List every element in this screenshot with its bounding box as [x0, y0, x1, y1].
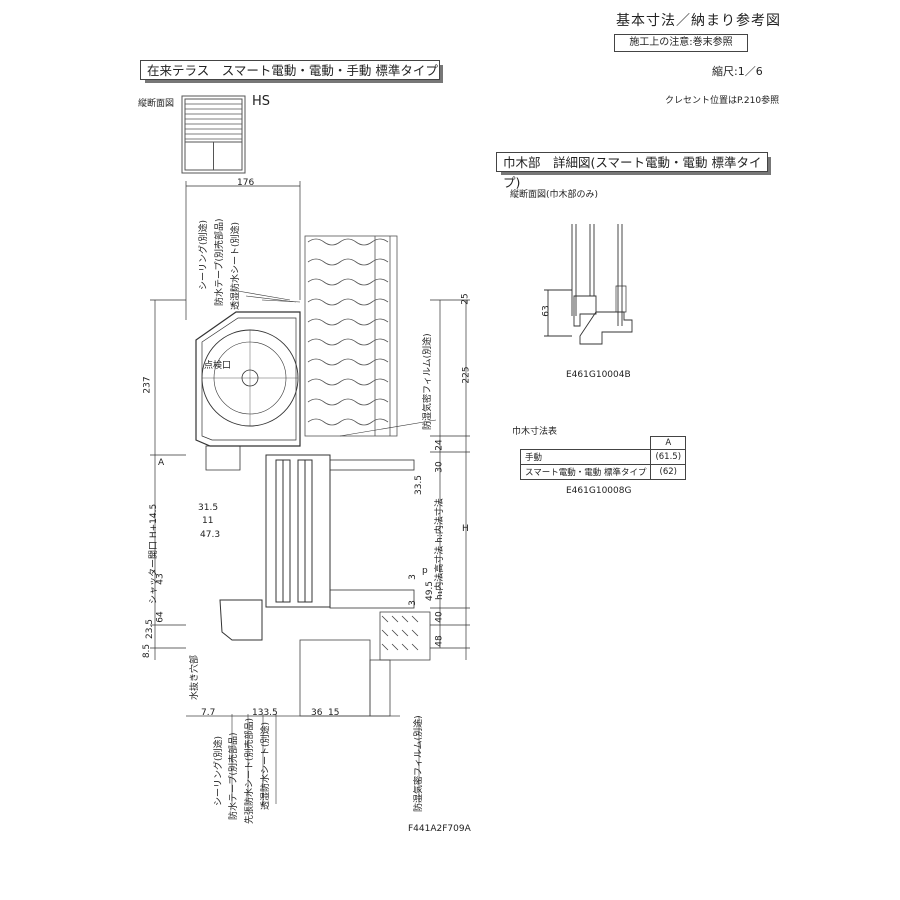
dim-7-7: 7.7	[201, 708, 216, 718]
dim-23-5: 23.5	[145, 618, 156, 640]
table-row: スマート電動・電動 標準タイプ (62)	[519, 464, 687, 480]
window-frame	[205, 445, 415, 641]
dim-3-a: 3	[407, 574, 418, 580]
table-row-value: (61.5)	[650, 449, 687, 465]
dimension-table: A 手動 (61.5) スマート電動・電動 標準タイプ (62)	[519, 436, 687, 480]
scale-label: 縮尺:1／6	[712, 65, 763, 78]
wall-insulation	[304, 235, 398, 437]
dim-15: 15	[328, 708, 340, 718]
dim-64: 64	[155, 611, 166, 623]
dim-40: 40	[434, 611, 445, 623]
shutter-opening-label: シャッター開口 H+14.5	[149, 503, 159, 604]
dim-237: 237	[142, 376, 153, 394]
moisture-sheet-bottom-label: 透湿防水シート(別途)	[261, 721, 271, 810]
table-row-label: 手動	[519, 449, 652, 465]
dim-a: A	[158, 458, 165, 468]
shutter-box	[195, 311, 301, 447]
waterproof-tape-top-label: 防水テープ(別売部品)	[215, 218, 225, 306]
detail-view-label: 縦断面図(巾木部のみ)	[510, 190, 599, 200]
dim-3-b: 3	[407, 600, 418, 606]
dim-133-5: 133.5	[252, 708, 278, 718]
dim-48: 48	[434, 635, 445, 647]
waterproof-tape-bottom-label: 防水テープ(別売部品)	[229, 732, 239, 820]
dim-225: 225	[461, 366, 472, 384]
detail-section-title: 巾木部 詳細図(スマート電動・電動 標準タイプ)	[496, 152, 771, 190]
dim-31-5: 31.5	[198, 503, 219, 513]
inspection-port-label: 点検口	[204, 361, 232, 371]
table-row-value: (62)	[650, 464, 687, 480]
dim-11: 11	[202, 516, 214, 526]
dim-30: 30	[434, 461, 445, 473]
detail-dim-63: 63	[541, 305, 552, 317]
dim-24: 24	[434, 439, 445, 451]
table-header-row: A	[520, 436, 687, 450]
construction-note: 施工上の注意:巻末参照	[614, 34, 748, 52]
baseboard-detail-drawing	[544, 224, 633, 345]
dim-h: H	[462, 524, 469, 534]
dim-47-3: 47.3	[200, 530, 221, 540]
pre-sheet-bottom-label: 先張防水シート(別売部品)	[245, 717, 255, 824]
main-section-title: 在来テラス スマート電動・電動・手動 標準タイプ	[140, 60, 443, 83]
inner-height-label: h₁内法高寸法 h:内法寸法	[435, 498, 445, 600]
dim-36: 36	[311, 708, 323, 718]
dim-33-5: 33.5	[414, 474, 425, 496]
detail-drawing-code: E461G10004B	[566, 370, 631, 380]
crescent-note: クレセント位置はP.210参照	[665, 96, 780, 106]
sealing-top-label: シーリング(別途)	[199, 219, 209, 290]
dim-25: 25	[460, 293, 471, 305]
dim-8-5: 8.5	[142, 643, 153, 659]
type-label: HS	[252, 94, 271, 109]
dimension-table-code: E461G10008G	[566, 486, 632, 496]
vapor-film-bottom-label: 防湿気密フィルム(別途)	[414, 715, 424, 812]
dim-176: 176	[237, 178, 255, 188]
table-row-label: スマート電動・電動 標準タイプ	[519, 464, 652, 480]
table-row: 手動 (61.5)	[519, 449, 687, 465]
table-header-a: A	[650, 436, 687, 450]
dim-p: p	[422, 566, 428, 576]
floor-structure	[186, 611, 431, 717]
page-title: 基本寸法／納まり参考図	[616, 13, 781, 29]
dimension-table-title: 巾木寸法表	[512, 427, 558, 437]
moisture-sheet-top-label: 透湿防水シート(別途)	[231, 221, 241, 310]
vapor-film-top-label: 防湿気密フィルム(別途)	[423, 333, 433, 430]
main-view-label: 縦断面図	[138, 99, 175, 109]
main-drawing-code: F441A2F709A	[408, 824, 471, 834]
drain-hole-label: 水抜き穴部	[190, 654, 200, 700]
sealing-bottom-label: シーリング(別途)	[214, 735, 224, 806]
window-thumbnail-icon	[181, 95, 246, 174]
